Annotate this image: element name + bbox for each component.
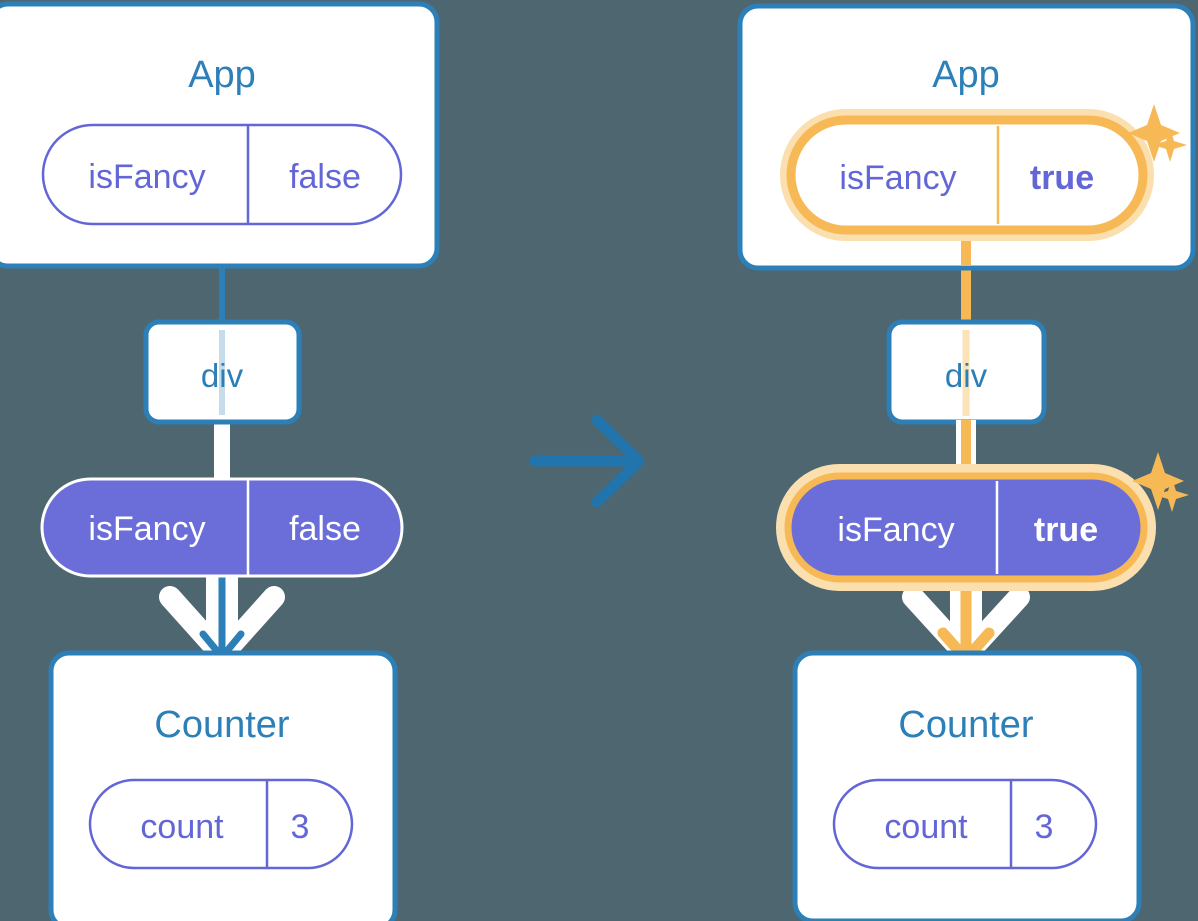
sparkle-small-icon (1153, 128, 1187, 162)
after-prop-value: true (1034, 511, 1098, 549)
sparkle-small-icon (1155, 478, 1189, 512)
sparkle-large-icon (1128, 104, 1180, 162)
before-counter-state-pill: count 3 (88, 778, 354, 870)
before-app-prop-pill: isFancy false (41, 123, 403, 226)
after-counter-state-name: count (884, 808, 968, 846)
after-app-prop-value: true (1030, 159, 1094, 197)
arrow-right-icon (529, 414, 645, 508)
after-counter-state-pill: count 3 (832, 778, 1098, 870)
after-app-prop-name: isFancy (839, 159, 956, 197)
after-counter-title: Counter (898, 704, 1034, 746)
sparkle-large-icon (1132, 452, 1184, 510)
after-app-title: App (932, 54, 1000, 96)
after-prop-name: isFancy (837, 511, 954, 549)
after-counter-state-value: 3 (1035, 808, 1054, 846)
before-counter-state-value: 3 (291, 808, 310, 846)
before-div-box: div (143, 319, 302, 425)
before-div-label: div (201, 357, 244, 394)
before-prop-value: false (289, 510, 361, 548)
after-div-label: div (945, 357, 988, 394)
before-counter-title: Counter (154, 704, 290, 746)
before-prop-name: isFancy (88, 510, 205, 548)
after-prop-pill: isFancy true (776, 464, 1156, 591)
after-prop-sparkles (1132, 452, 1189, 512)
before-app-prop-value: false (289, 158, 361, 196)
after-div-box: div (886, 319, 1047, 425)
after-app-sparkles (1128, 104, 1187, 162)
before-app-title: App (188, 54, 256, 96)
after-app-prop-pill: isFancy true (780, 109, 1154, 241)
before-app-prop-name: isFancy (88, 158, 205, 196)
before-counter-state-name: count (140, 808, 224, 846)
before-prop-pill: isFancy false (40, 477, 404, 578)
